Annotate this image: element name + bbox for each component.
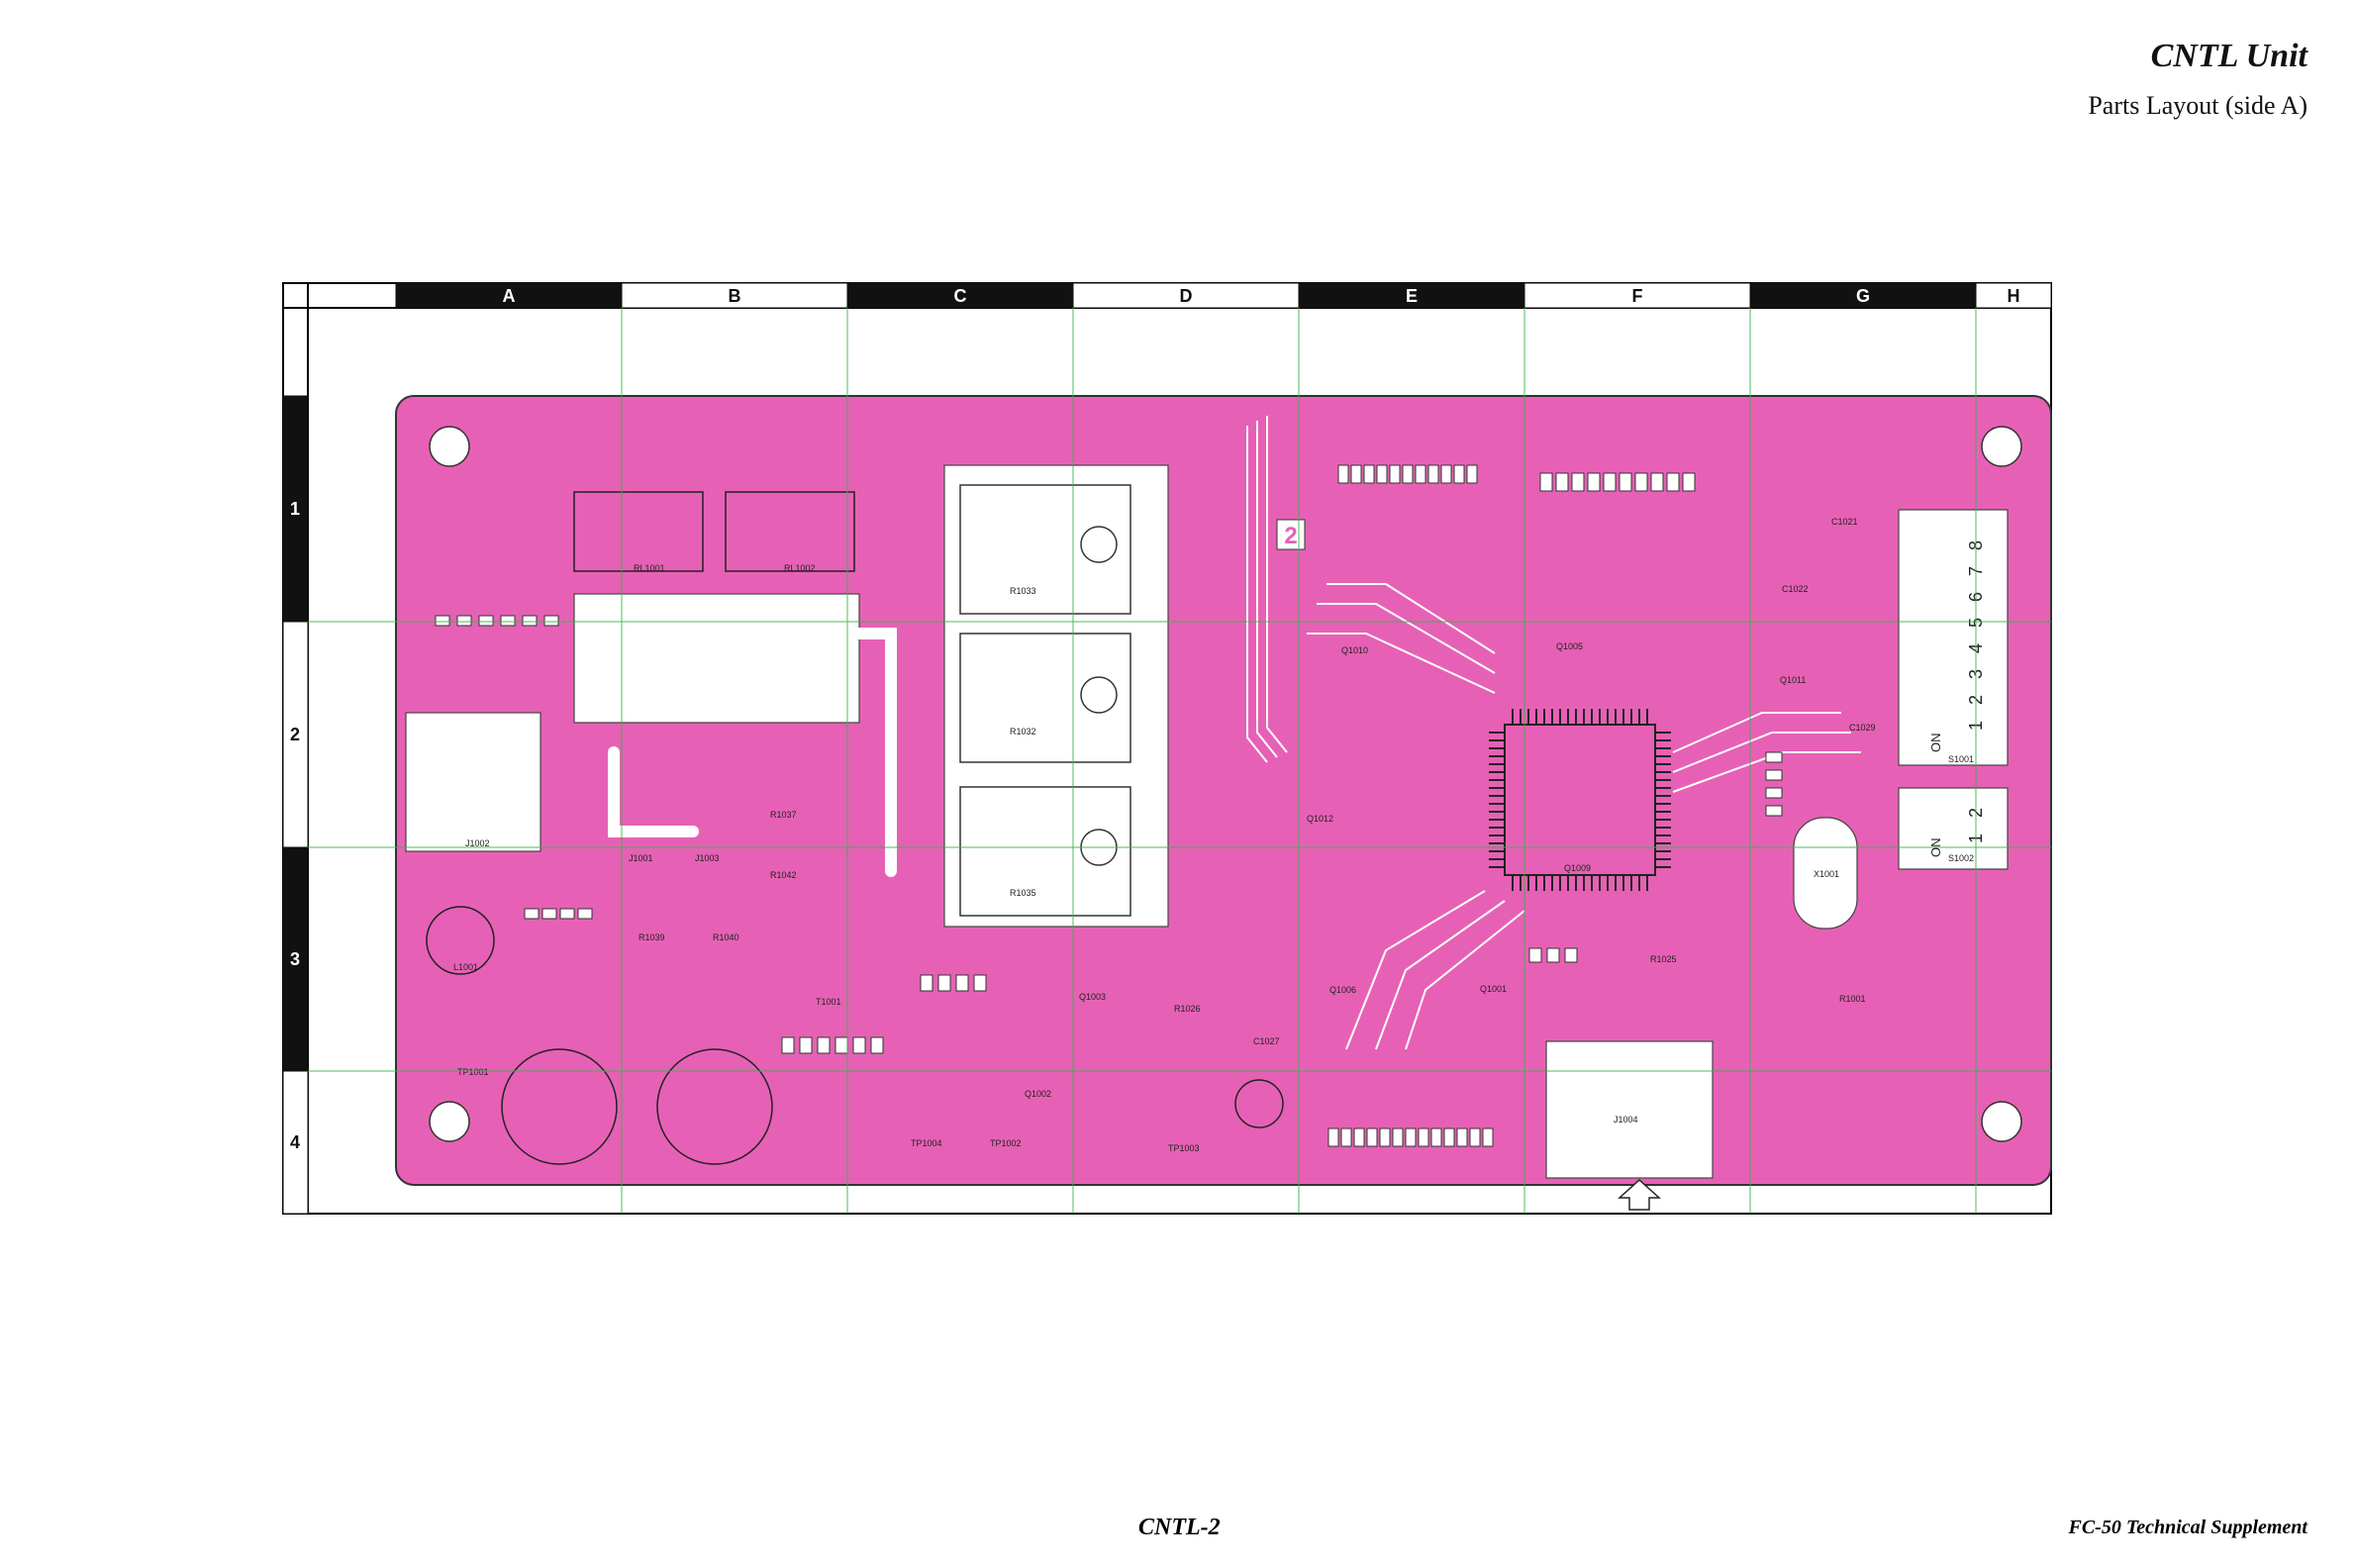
row-label: 3	[290, 949, 300, 969]
connector-j1004	[1545, 1040, 1714, 1179]
column-label: G	[1856, 286, 1870, 306]
component-label: R1037	[770, 810, 797, 820]
component-label: Q1009	[1564, 863, 1591, 873]
dip-switch-s1001	[1898, 509, 2009, 766]
column-label: B	[729, 286, 741, 306]
page-subtitle: Parts Layout (side A)	[2088, 91, 2308, 120]
component-label: J1004	[1614, 1115, 1638, 1125]
component-label: R1042	[770, 870, 797, 880]
orientation-arrow-icon	[1618, 1178, 1661, 1211]
component-label: Q1003	[1079, 992, 1106, 1002]
row-header-cell	[282, 395, 309, 623]
component-label: J1002	[465, 838, 490, 848]
component-label: S1002	[1948, 853, 1974, 863]
component-label: R1035	[1010, 888, 1036, 898]
pcb-board	[395, 395, 2052, 1186]
crystal-x1001	[1793, 817, 1858, 930]
row-label: 4	[290, 1132, 300, 1152]
column-label: E	[1406, 286, 1418, 306]
component-label: Q1005	[1556, 641, 1583, 651]
column-header-cell	[846, 282, 1074, 309]
component-label: J1001	[629, 853, 653, 863]
component-label: R1039	[638, 932, 665, 942]
component-label: R1032	[1010, 727, 1036, 736]
row-header-cell	[282, 846, 309, 1072]
component-label: T1001	[816, 997, 841, 1007]
component-label: Q1006	[1329, 985, 1356, 995]
component-label: C1029	[1849, 723, 1876, 733]
column-label: D	[1180, 286, 1193, 306]
component-label: TP1002	[990, 1138, 1022, 1148]
component-label: TP1003	[1168, 1143, 1200, 1153]
component-label: Q1001	[1480, 984, 1507, 994]
relay-area	[573, 593, 860, 724]
column-headers: A B C D E F G H	[395, 282, 2052, 309]
component-label: RL1001	[634, 563, 665, 573]
dip-switch-s1002	[1898, 787, 2009, 870]
block-label-box	[1276, 519, 1306, 550]
page-title: CNTL Unit	[2150, 38, 2308, 74]
manual-title: FC-50 Technical Supplement	[2068, 1517, 2308, 1538]
dip-on-label: ON	[1928, 734, 1943, 753]
component-label: C1027	[1253, 1036, 1280, 1046]
component-label: Q1011	[1780, 675, 1806, 685]
connector-j1002	[405, 712, 541, 852]
component-label: R1026	[1174, 1004, 1201, 1014]
column-label: A	[503, 286, 516, 306]
component-label: R1001	[1839, 994, 1866, 1004]
mounting-holes	[429, 426, 2022, 1142]
component-label: Q1002	[1025, 1089, 1051, 1099]
column-label: H	[2008, 286, 2020, 306]
component-label: Q1010	[1341, 645, 1368, 655]
column-header-cell	[1749, 282, 1977, 309]
component-label: TP1001	[457, 1067, 489, 1077]
component-label: RL1002	[784, 563, 816, 573]
component-label: Q1012	[1307, 814, 1333, 824]
row-header-cell	[282, 1070, 309, 1215]
row-headers: 1 2 3 4	[282, 395, 309, 1215]
column-header-cell	[1975, 282, 2052, 309]
component-label: TP1004	[911, 1138, 942, 1148]
component-label: J1003	[695, 853, 720, 863]
column-header-cell	[1523, 282, 1751, 309]
column-label: F	[1632, 286, 1643, 306]
block-label: 2	[1284, 523, 1297, 549]
component-label: R1033	[1010, 586, 1036, 596]
row-label: 1	[290, 499, 300, 519]
component-label: S1001	[1948, 754, 1974, 764]
component-label: C1022	[1782, 584, 1809, 594]
component-label: C1021	[1831, 517, 1858, 527]
ic-q1009	[1504, 724, 1656, 876]
row-header-cell	[282, 621, 309, 848]
row-label: 2	[290, 725, 300, 744]
component-label: L1001	[453, 962, 478, 972]
component-label: R1025	[1650, 954, 1677, 964]
component-label: X1001	[1814, 869, 1839, 879]
column-label: C	[954, 286, 967, 306]
component-label: R1040	[713, 932, 739, 942]
page-number: CNTL-2	[1138, 1515, 1221, 1540]
